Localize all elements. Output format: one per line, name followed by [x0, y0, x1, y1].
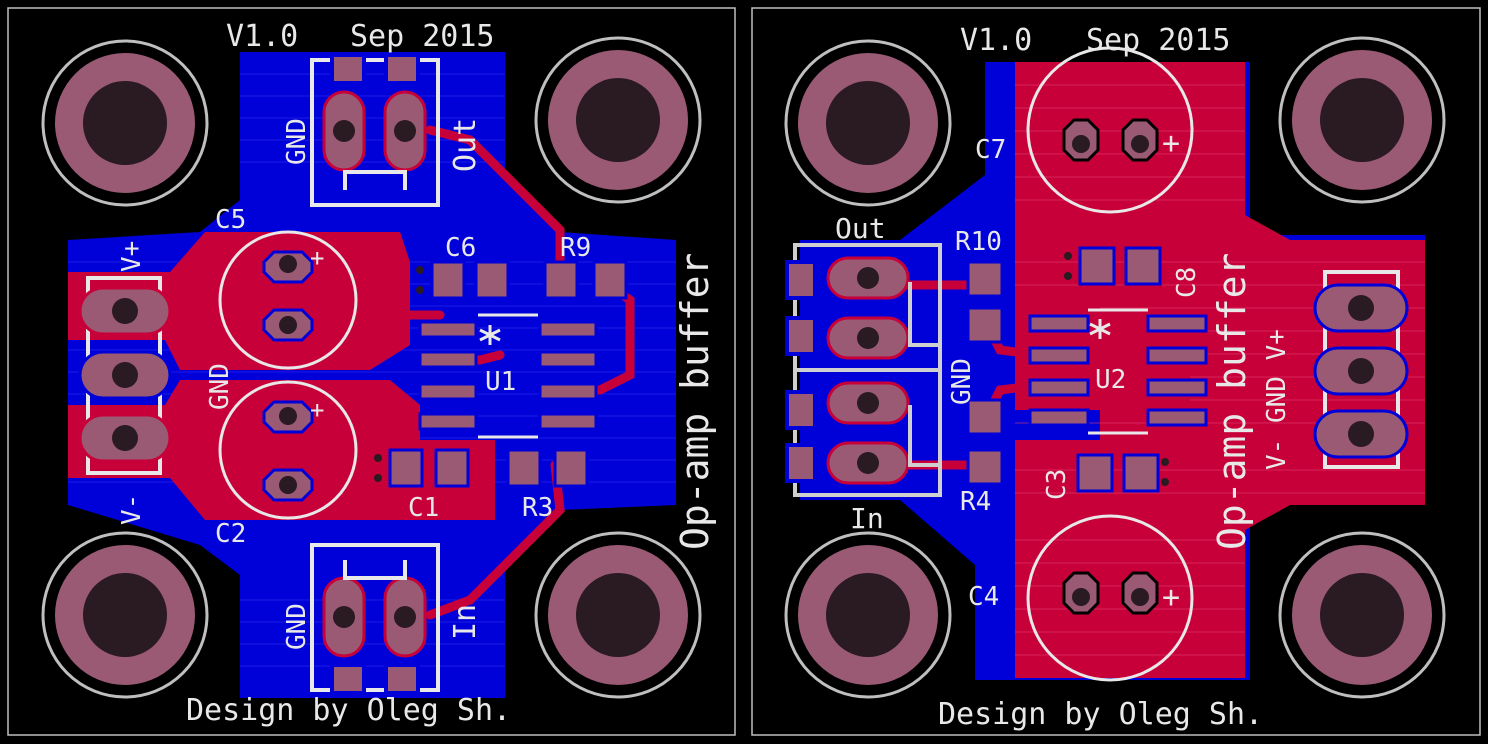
right-version: V1.0 — [960, 23, 1032, 58]
left-label-r3: R3 — [522, 493, 553, 523]
left-label-r9: R9 — [560, 233, 591, 263]
left-label-gnd-mid: GND — [205, 363, 235, 410]
left-date: Sep 2015 — [350, 19, 495, 54]
right-board-outline — [751, 7, 1481, 736]
left-connector-in — [310, 543, 440, 695]
left-label-u1: U1 — [485, 367, 516, 397]
left-label-gnd-top: GND — [282, 118, 312, 165]
left-label-c5: C5 — [215, 205, 246, 235]
right-label-u2: U2 — [1095, 365, 1126, 395]
right-label-r4: R4 — [960, 487, 991, 517]
left-label-out: Out — [448, 118, 483, 172]
right-label-in: In — [850, 502, 884, 535]
right-board: + + — [751, 7, 1481, 736]
right-credit: Design by Oleg Sh. — [938, 697, 1263, 732]
left-label-c1: C1 — [408, 493, 439, 523]
right-label-rail: V- GND V+ — [1262, 329, 1292, 470]
left-label-gnd-bottom: GND — [282, 603, 312, 650]
left-title: Op-amp buffer — [673, 253, 717, 550]
left-credit: Design by Oleg Sh. — [186, 693, 511, 728]
right-capacitor-c7: + — [1026, 46, 1194, 214]
right-capacitor-c4: + — [1026, 514, 1194, 682]
left-copper-pour — [68, 52, 676, 698]
right-label-c4: C4 — [968, 582, 999, 612]
left-version: V1.0 — [226, 19, 298, 54]
left-label-c2: C2 — [215, 519, 246, 549]
left-label-c6: C6 — [445, 233, 476, 263]
right-io-connector — [785, 243, 942, 497]
left-mount-hole-bl — [41, 531, 209, 699]
right-date: Sep 2015 — [1086, 23, 1231, 58]
right-label-r10: R10 — [955, 227, 1002, 257]
left-capacitor-c2: + — [218, 380, 358, 520]
left-capacitor-c5: + — [218, 230, 358, 370]
left-mount-hole-tr — [534, 36, 702, 204]
right-red-pour — [1015, 62, 1425, 678]
svg-text:+: + — [310, 396, 324, 424]
left-board-outline — [7, 7, 736, 736]
svg-text:+: + — [310, 244, 324, 272]
right-mount-hole-tr — [1278, 36, 1446, 204]
right-label-c8: C8 — [1172, 267, 1202, 298]
left-power-header — [78, 276, 172, 475]
right-label-c7: C7 — [975, 135, 1006, 165]
left-connector-out — [310, 53, 440, 207]
right-mount-hole-tl — [784, 39, 952, 207]
left-mount-hole-tl — [41, 39, 209, 207]
left-board: + + — [7, 7, 736, 736]
right-title: Op-amp buffer — [1210, 253, 1254, 550]
right-mount-hole-bl — [784, 531, 952, 699]
left-label-in: In — [448, 604, 483, 640]
right-smd-parts — [966, 246, 1208, 493]
svg-text:+: + — [1162, 126, 1180, 161]
right-label-c3: C3 — [1042, 469, 1072, 500]
left-vminus-copper — [68, 380, 495, 520]
right-label-gnd: GND — [947, 358, 977, 405]
left-label-vplus: V+ — [117, 241, 147, 272]
left-smd-parts — [388, 260, 628, 488]
svg-text:+: + — [1162, 580, 1180, 615]
right-mount-hole-br — [1278, 531, 1446, 699]
right-power-header — [1313, 270, 1409, 469]
right-label-out: Out — [835, 212, 886, 245]
left-label-vminus: V- — [117, 494, 147, 525]
left-vplus-copper — [68, 232, 410, 370]
left-mount-hole-br — [534, 531, 702, 699]
